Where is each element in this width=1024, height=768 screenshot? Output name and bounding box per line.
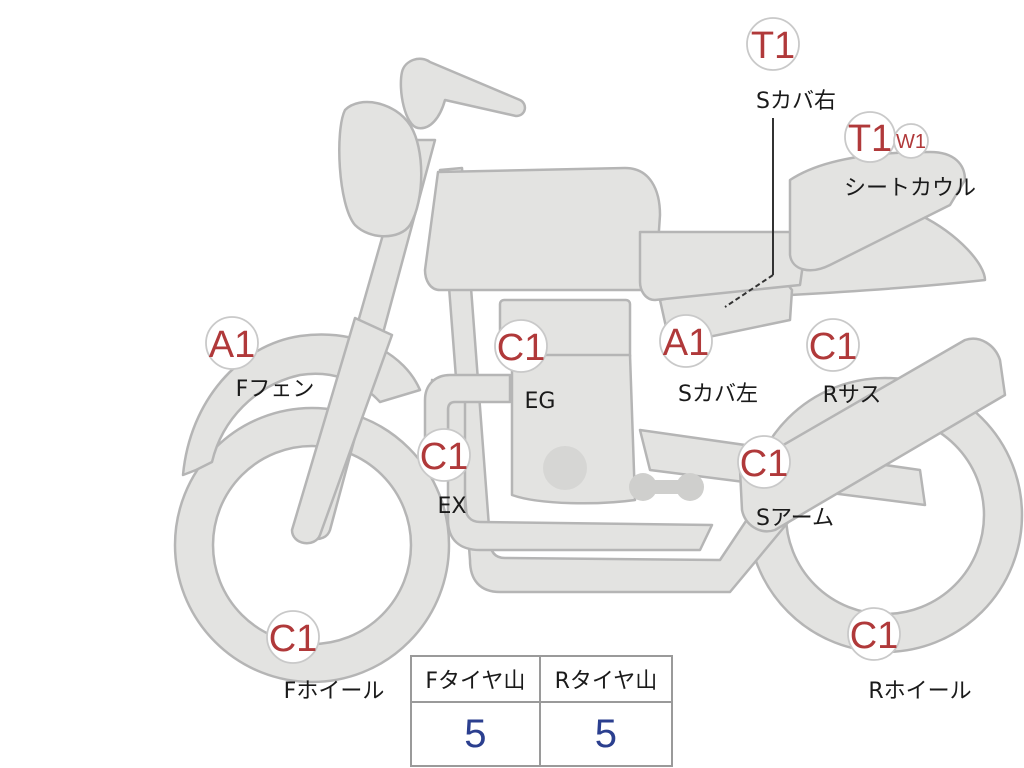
badge-rear-suspension: C1 Rサス	[806, 318, 882, 408]
badge-sub-code: W1	[896, 131, 926, 153]
badge-s-cover-left: A1 Sカバ左	[659, 314, 758, 407]
tire-tread-table: Fタイヤ山 Rタイヤ山 5 5	[410, 655, 674, 767]
handlebar-shape	[399, 57, 527, 130]
rear-tire-tread-value: 5	[538, 701, 674, 767]
badge-code: C1	[497, 327, 546, 369]
badge-rear-wheel: C1 Rホイール	[847, 607, 972, 704]
badge-s-cover-right: T1 Sカバ右	[746, 17, 836, 114]
badge-front-fender: A1 Fフェン	[205, 316, 315, 402]
part-label: Fホイール	[284, 679, 385, 704]
front-tire-tread-header: Fタイヤ山	[410, 655, 541, 703]
badge-engine: C1 EG	[494, 319, 556, 414]
badge-code: T1	[751, 25, 795, 67]
seat-cowl-shape	[788, 150, 967, 272]
part-label: EG	[525, 389, 556, 414]
engine-shape	[498, 298, 704, 505]
s-cover-right-leader-dash	[724, 274, 774, 308]
part-label: Sカバ左	[678, 382, 758, 407]
badge-code: C1	[420, 436, 469, 478]
badge-code: C1	[850, 615, 899, 657]
tread-value-row: 5 5	[410, 701, 674, 767]
part-label: シートカウル	[844, 176, 976, 201]
headlight-shape	[338, 100, 423, 238]
tread-header-row: Fタイヤ山 Rタイヤ山	[410, 655, 674, 703]
rear-shock-shape	[738, 337, 1007, 533]
part-label: Sカバ右	[756, 89, 836, 114]
front-fork-lower-shape	[290, 316, 394, 545]
rear-tire-tread-header: Rタイヤ山	[538, 655, 674, 703]
rear-fender-shape	[788, 213, 987, 297]
front-tire-tread-value: 5	[410, 701, 541, 767]
badge-seat-cowl: T1 W1 シートカウル	[844, 111, 976, 201]
badge-exhaust: C1 EX	[417, 428, 471, 519]
badge-code: C1	[809, 326, 858, 368]
badge-code: A1	[663, 322, 709, 364]
badge-code: C1	[740, 443, 789, 485]
part-label: Rサス	[823, 383, 882, 408]
badge-swing-arm: C1 Sアーム	[737, 435, 834, 531]
fuel-tank-shape	[423, 166, 662, 292]
part-label: EX	[438, 494, 467, 519]
badge-code: T1	[848, 118, 892, 160]
badge-code: A1	[209, 324, 255, 366]
part-label: Fフェン	[236, 377, 315, 402]
part-label: Rホイール	[868, 679, 971, 704]
badge-front-wheel: C1 Fホイール	[266, 610, 385, 704]
part-label: Sアーム	[756, 506, 834, 531]
badge-code: C1	[269, 618, 318, 660]
